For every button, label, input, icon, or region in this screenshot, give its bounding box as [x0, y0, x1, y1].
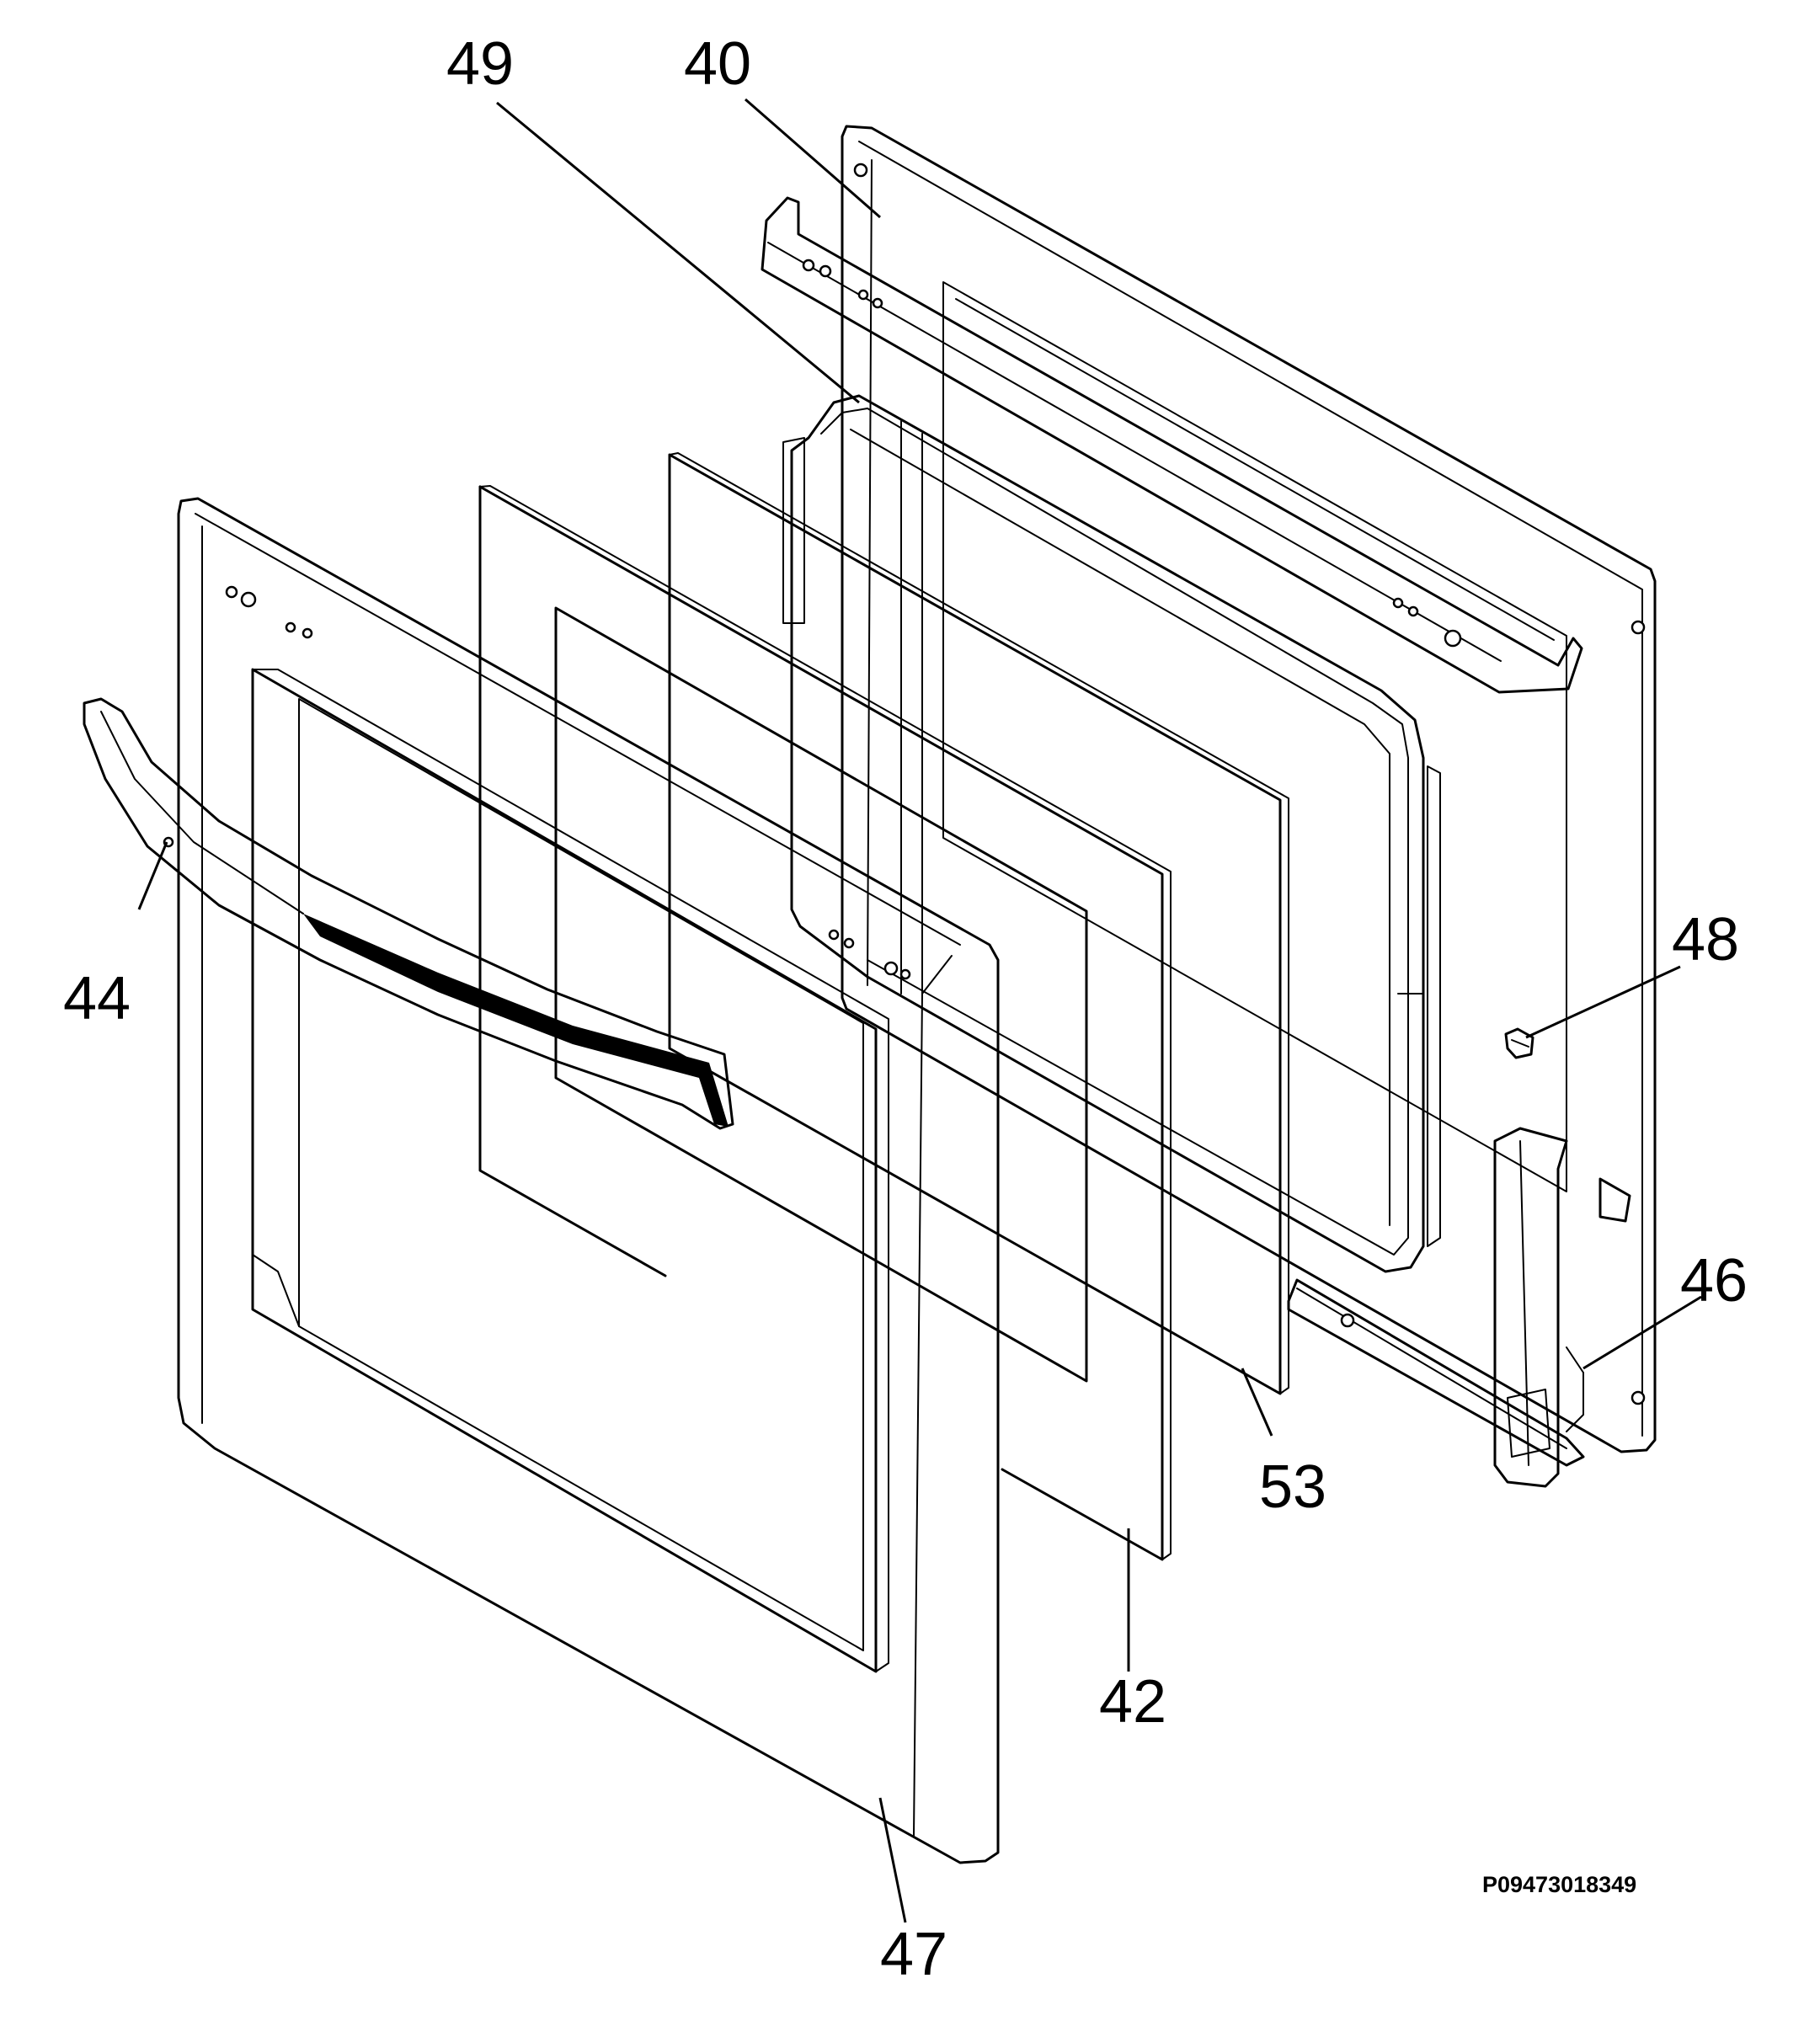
leader-44 [137, 841, 168, 910]
callouts: 49 40 44 48 46 53 42 47 [63, 30, 1748, 1988]
leader-48 [1525, 965, 1681, 1039]
callout-49: 49 [446, 30, 514, 98]
callout-48: 48 [1672, 906, 1739, 973]
part-42-middle-glass [478, 485, 1172, 1561]
part-44-handle [83, 697, 734, 1130]
callout-53: 53 [1259, 1453, 1326, 1521]
bottom-hinge-rail [1287, 1177, 1631, 1467]
leader-49 [496, 101, 860, 404]
part-40-inner-frame [841, 125, 1657, 1453]
callout-44: 44 [63, 965, 131, 1032]
document-id: P09473018349 [1482, 1872, 1636, 1897]
part-53-rear-glass [668, 452, 1289, 1395]
leader-46 [1582, 1295, 1702, 1370]
leader-40 [745, 98, 881, 219]
part-48-clip [1504, 1027, 1534, 1059]
part-47-outer-door [177, 497, 1000, 1864]
part-49-seal-frame [782, 394, 1441, 1273]
callout-42: 42 [1099, 1668, 1166, 1736]
inner-glass-pane [554, 606, 1088, 1383]
callout-40: 40 [684, 30, 751, 98]
top-hinge-rail [761, 196, 1583, 694]
leader-53 [1241, 1368, 1273, 1437]
leader-lines [137, 98, 1702, 1923]
leader-47 [878, 1797, 907, 1923]
callout-46: 46 [1680, 1247, 1748, 1314]
part-46-hinge [1493, 1127, 1584, 1488]
callout-47: 47 [880, 1921, 947, 1988]
